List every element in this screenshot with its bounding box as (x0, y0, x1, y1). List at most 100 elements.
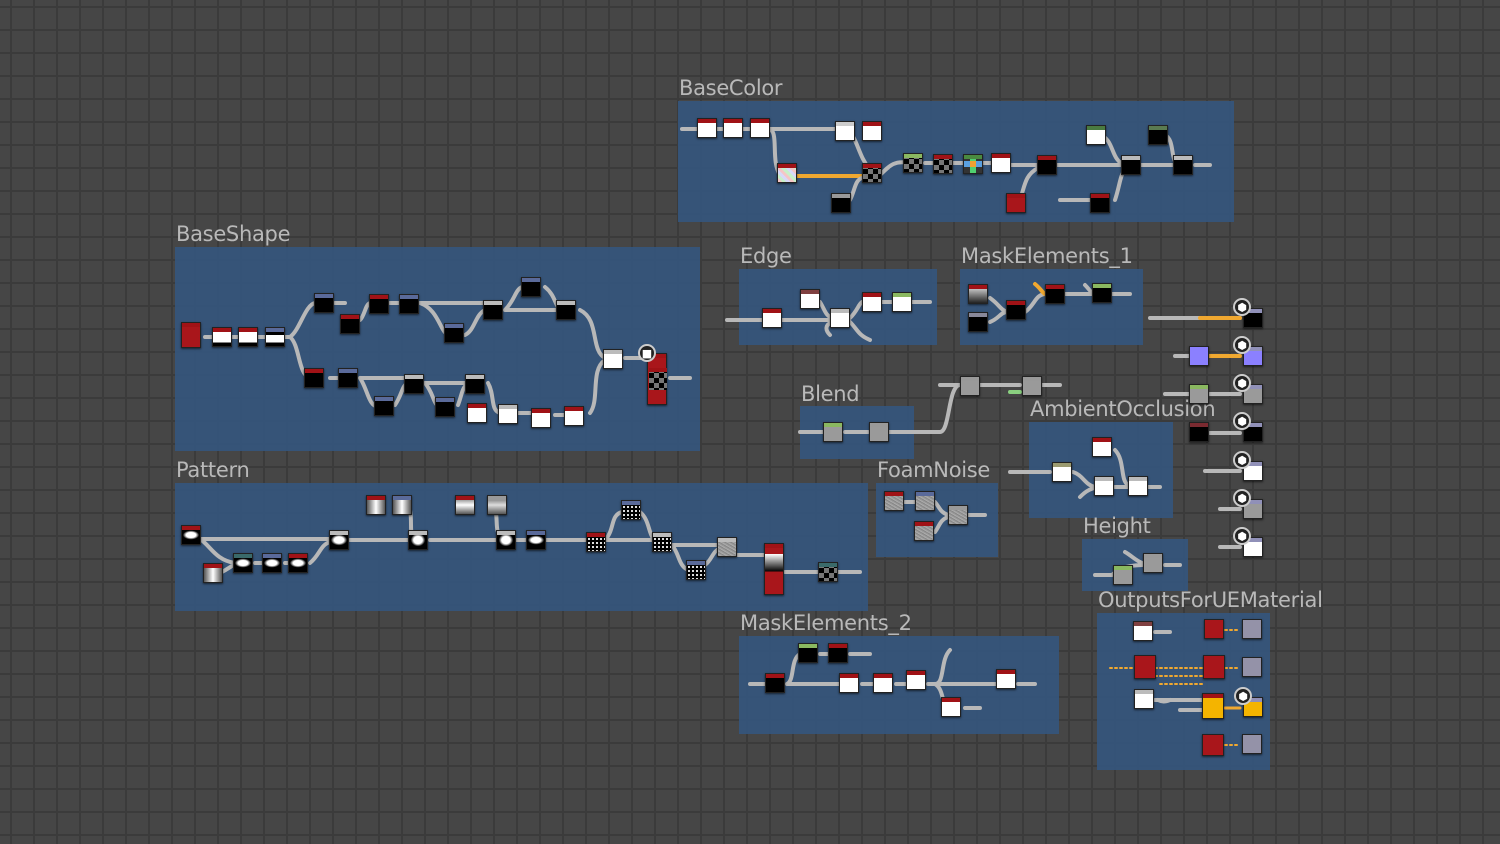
node[interactable] (1204, 619, 1224, 639)
node[interactable] (933, 154, 953, 174)
node[interactable] (404, 374, 424, 394)
node[interactable] (1242, 657, 1262, 677)
node[interactable] (487, 495, 507, 515)
node[interactable] (366, 495, 386, 515)
node[interactable] (564, 406, 584, 426)
node[interactable] (963, 154, 983, 174)
frame-maskelements-1[interactable] (960, 269, 1143, 345)
node[interactable] (892, 292, 912, 312)
node[interactable] (1121, 155, 1141, 175)
node[interactable] (203, 563, 223, 583)
node[interactable] (777, 163, 797, 183)
node[interactable] (968, 312, 988, 332)
cube-icon[interactable]: ⬢ (1233, 451, 1251, 469)
node[interactable] (823, 422, 843, 442)
node[interactable] (1092, 437, 1112, 457)
node[interactable] (1242, 619, 1262, 639)
node[interactable] (374, 396, 394, 416)
node[interactable] (467, 403, 487, 423)
node[interactable] (338, 368, 358, 388)
node[interactable] (1202, 693, 1224, 719)
node[interactable] (830, 308, 850, 328)
node[interactable] (498, 404, 518, 424)
node[interactable] (1148, 125, 1168, 145)
node[interactable] (329, 530, 349, 550)
node[interactable] (304, 368, 324, 388)
node[interactable] (314, 293, 334, 313)
cube-icon[interactable]: ⬢ (1233, 298, 1251, 316)
node[interactable] (621, 500, 641, 520)
node[interactable] (1086, 125, 1106, 145)
node[interactable] (181, 322, 201, 348)
node[interactable] (465, 374, 485, 394)
node[interactable] (586, 532, 606, 552)
node[interactable] (455, 495, 475, 515)
node[interactable] (556, 300, 576, 320)
node[interactable] (1134, 689, 1154, 709)
node[interactable] (1092, 283, 1112, 303)
node[interactable] (652, 532, 672, 552)
node[interactable] (1242, 734, 1262, 754)
node[interactable] (408, 530, 428, 550)
node[interactable] (862, 163, 882, 183)
node[interactable] (948, 505, 968, 525)
node[interactable] (818, 562, 838, 582)
node[interactable] (233, 553, 253, 573)
node[interactable] (1202, 734, 1224, 756)
node[interactable] (1143, 553, 1163, 573)
node[interactable] (1113, 565, 1133, 585)
node[interactable] (996, 669, 1016, 689)
node[interactable] (444, 323, 464, 343)
node[interactable] (238, 327, 258, 347)
node[interactable] (392, 495, 412, 515)
node[interactable] (1037, 155, 1057, 175)
node[interactable] (941, 697, 961, 717)
node[interactable] (762, 308, 782, 328)
node[interactable] (831, 193, 851, 213)
node[interactable] (483, 300, 503, 320)
node[interactable] (798, 643, 818, 663)
node[interactable] (262, 553, 282, 573)
cube-icon[interactable]: ⬢ (1233, 527, 1251, 545)
node[interactable] (915, 491, 935, 511)
node[interactable] (765, 673, 785, 693)
node[interactable] (531, 408, 551, 428)
node[interactable] (800, 289, 820, 309)
node[interactable] (1045, 284, 1065, 304)
node[interactable] (1173, 155, 1193, 175)
node[interactable] (717, 537, 737, 557)
cube-icon[interactable]: ⬢ (1233, 336, 1251, 354)
node[interactable] (288, 553, 308, 573)
node[interactable] (399, 294, 419, 314)
node[interactable] (1006, 300, 1026, 320)
node[interactable] (1052, 462, 1072, 482)
node[interactable] (828, 643, 848, 663)
node[interactable] (1022, 376, 1042, 396)
node[interactable] (1090, 193, 1110, 213)
node[interactable] (862, 121, 882, 141)
node[interactable] (873, 673, 893, 693)
node[interactable] (968, 284, 988, 304)
node[interactable] (914, 521, 934, 541)
node[interactable] (265, 327, 285, 347)
node[interactable] (884, 491, 904, 511)
node[interactable] (1189, 346, 1209, 366)
node[interactable] (1128, 476, 1148, 496)
node[interactable] (212, 327, 232, 347)
node[interactable] (839, 673, 859, 693)
node[interactable] (1134, 655, 1156, 679)
node[interactable] (521, 277, 541, 297)
cube-icon[interactable]: ⬢ (1233, 374, 1251, 392)
node[interactable] (496, 530, 516, 550)
output-icon[interactable]: ■ (638, 344, 656, 362)
node[interactable] (340, 314, 360, 334)
node[interactable] (1189, 422, 1209, 442)
node[interactable] (369, 294, 389, 314)
node[interactable] (862, 292, 882, 312)
node[interactable] (181, 525, 201, 545)
node[interactable] (750, 118, 770, 138)
node[interactable] (697, 118, 717, 138)
node[interactable] (906, 670, 926, 690)
node[interactable] (1094, 476, 1114, 496)
cube-icon[interactable]: ⬢ (1233, 489, 1251, 507)
